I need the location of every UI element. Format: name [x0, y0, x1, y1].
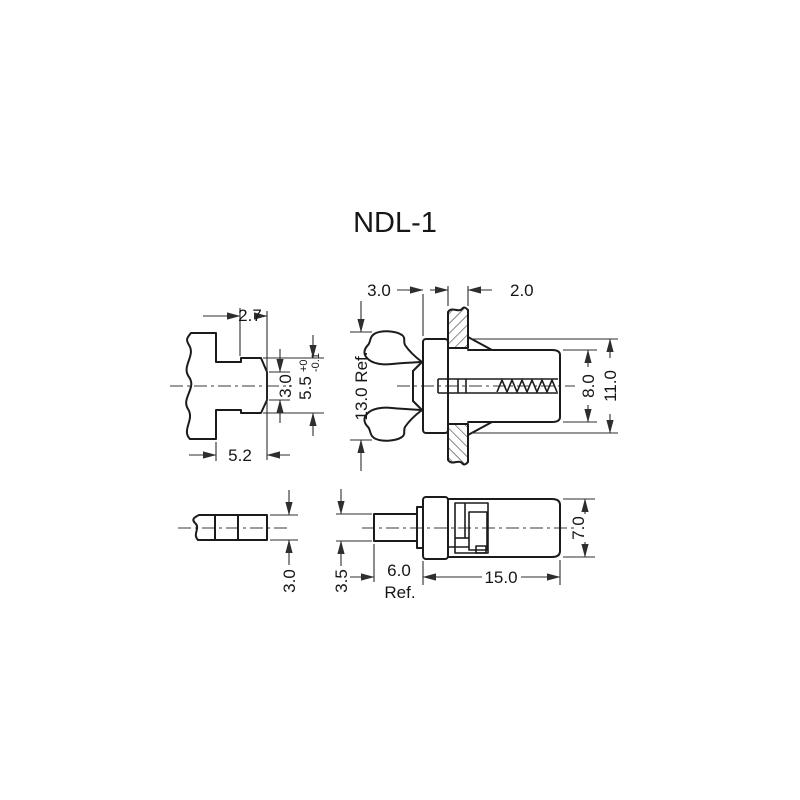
- dim-tip-flat-height: 3.0: [269, 349, 295, 423]
- dim-tip-width-label: 2.7: [238, 306, 262, 325]
- dim-body-height: 8.0: [563, 349, 598, 423]
- flange: [422, 338, 449, 434]
- dim-panel-thickness-label: 2.0: [510, 281, 534, 300]
- dim-bar-height-label: 3.0: [280, 569, 299, 593]
- body-side-outline: [447, 498, 561, 558]
- dim-tip-flat-height-label: 3.0: [276, 374, 295, 398]
- dim-shaft-length-value: 6.0: [387, 561, 411, 580]
- panel-section-hatched: [447, 306, 469, 349]
- bar-outline: [192, 514, 268, 541]
- dim-overall-width-label: 5.2: [228, 446, 252, 465]
- dim-tip-overall-height-label: 5.5: [296, 376, 315, 400]
- upper-half-features: [363, 306, 493, 466]
- view-assembly-section: 3.0 2.0 13.0 Ref. 8.0: [350, 281, 620, 471]
- dim-shaft-length-ref: Ref.: [384, 583, 415, 602]
- dim-flange-offset: 3.0: [367, 281, 449, 336]
- clip-tip-outline: [185, 332, 268, 440]
- dim-body-length-label: 15.0: [484, 568, 517, 587]
- dim-tip-overall-height: 5.5 +0 -0.1: [263, 335, 324, 436]
- dim-flange-height-label: 11.0: [601, 370, 620, 402]
- body-outline: [467, 349, 561, 423]
- dim-bar-height: 3.0: [270, 490, 299, 593]
- dim-flange-height: 11.0: [470, 338, 620, 434]
- dim-wing-span: 13.0 Ref.: [350, 301, 372, 471]
- dim-panel-thickness: 2.0: [447, 281, 534, 306]
- dim-tip-tol-upper: +0: [298, 359, 310, 372]
- dim-overall-width: 5.2: [189, 442, 290, 465]
- view-body-side: 3.5 6.0 Ref. 15.0 7.0: [332, 489, 595, 602]
- view-bar-end: 3.0: [178, 490, 299, 593]
- dim-body-side-height-label: 7.0: [569, 516, 588, 540]
- latch-detail: [448, 502, 489, 554]
- dim-shaft-length: 6.0 Ref.: [350, 544, 416, 602]
- dim-shaft-height: 3.5: [332, 489, 372, 593]
- dim-body-length: 15.0: [422, 560, 561, 587]
- dim-body-side-height: 7.0: [563, 498, 595, 558]
- pin-slot: [437, 378, 558, 394]
- dim-body-height-label: 8.0: [579, 374, 598, 398]
- spring-zigzag: [496, 379, 558, 393]
- dim-tip-tol-lower: -0.1: [310, 353, 322, 372]
- dim-flange-offset-label: 3.0: [367, 281, 391, 300]
- tip-chamfer: [412, 360, 424, 372]
- dim-shaft-height-label: 3.5: [332, 569, 351, 593]
- spring-wing: [363, 330, 423, 366]
- drawing-title: NDL-1: [353, 207, 437, 239]
- view-clip-tip-profile: 2.7 3.0 5.5 +0 -0.1 5.2: [170, 306, 324, 465]
- dim-tip-width: 2.7: [203, 306, 268, 460]
- dim-wing-span-label: 13.0 Ref.: [352, 352, 371, 421]
